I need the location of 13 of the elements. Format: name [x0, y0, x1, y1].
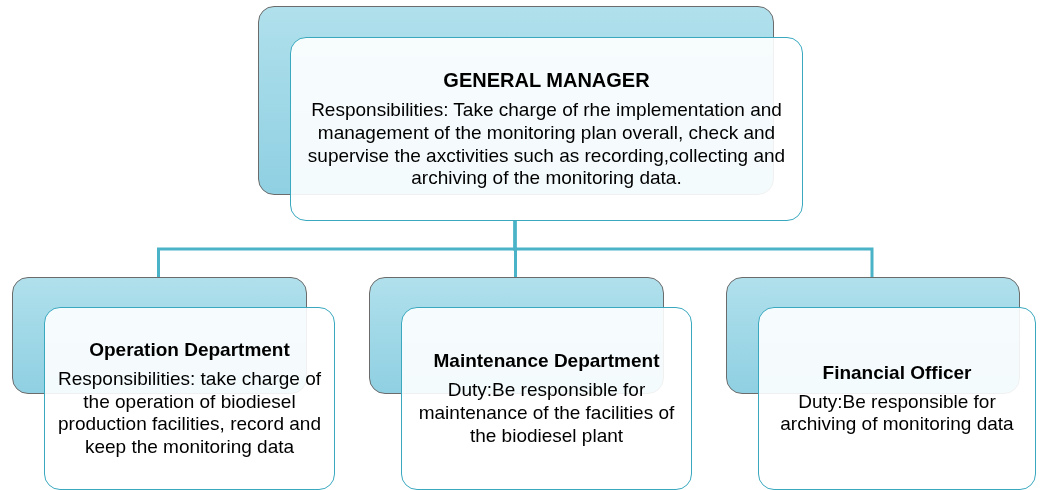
role-description: Responsibilities: Take charge of rhe implementation and management of the monitoring plan overall, check and supervise the axctivities such as recording,collecting and archiving of the monitoring data. — [306, 98, 787, 191]
org-card — [369, 277, 692, 490]
org-card — [258, 6, 803, 221]
role-description: Responsibilities: take charge of the operation of biodiesel production facilities, record and keep the monitoring data — [57, 367, 322, 459]
org-card — [12, 277, 335, 490]
connector-line — [513, 221, 874, 277]
role-title: Maintenance Department — [433, 349, 660, 374]
org-card — [726, 277, 1036, 490]
role-title: GENERAL MANAGER — [443, 67, 650, 93]
role-description: Duty:Be responsible for maintenance of the facilities of the biodiesel plant — [417, 379, 676, 448]
role-title: Operation Department — [89, 338, 290, 362]
role-description: Duty:Be responsible for archiving of monitoring data — [779, 390, 1015, 437]
role-title: Financial Officer — [822, 360, 972, 385]
